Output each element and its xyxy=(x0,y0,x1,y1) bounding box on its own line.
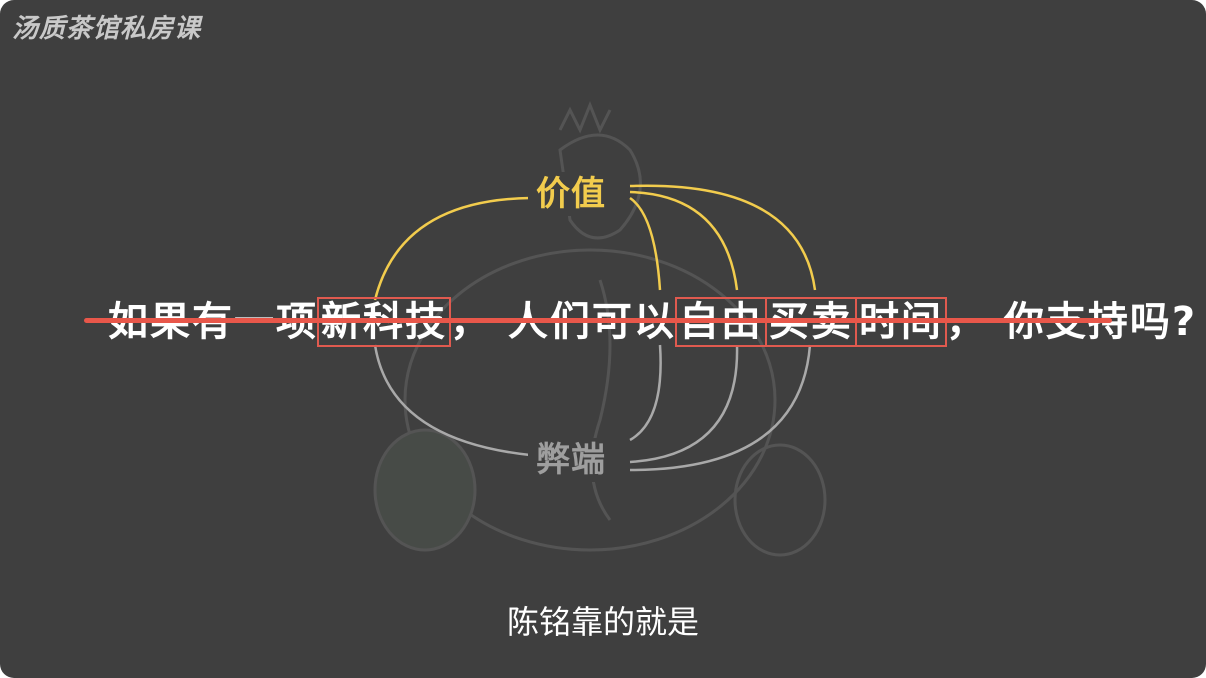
drawback-label: 弊端 xyxy=(528,438,614,482)
subtitle-caption: 陈铭靠的就是 xyxy=(506,603,699,641)
value-connectors xyxy=(373,184,817,301)
value-label: 价值 xyxy=(528,172,614,216)
strikethrough-line xyxy=(84,318,1112,323)
background-illustration xyxy=(373,100,827,557)
drawback-connectors xyxy=(373,344,812,472)
channel-logo: 汤质茶馆私房课 xyxy=(12,14,202,44)
